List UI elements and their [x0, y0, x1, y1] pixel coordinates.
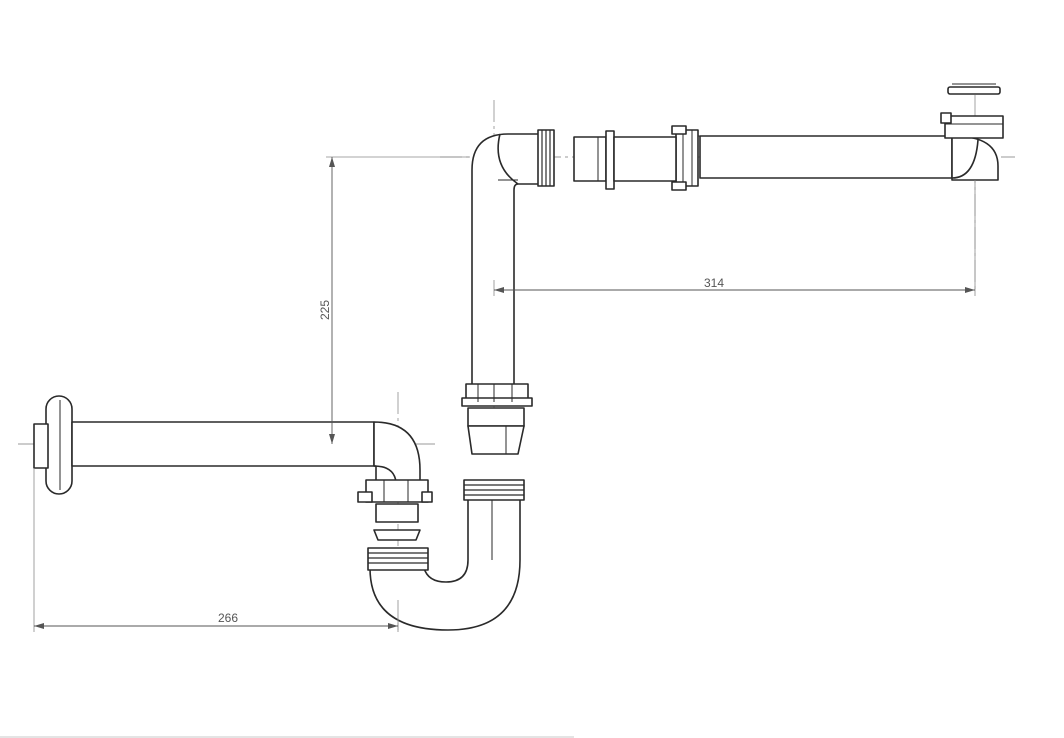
u-trap-right-thread: [463, 479, 525, 501]
vertical-nut: [461, 383, 533, 407]
dimension-225: 225: [318, 156, 470, 444]
top-elbow-thread: [537, 129, 555, 187]
upper-tailpiece: [573, 130, 677, 190]
upper-nut-coupling: [671, 125, 700, 191]
wall-pipe-nut: [357, 479, 433, 503]
wall-flange: [33, 395, 73, 495]
u-trap-left-thread: [367, 547, 429, 571]
dimension-266: 266: [33, 468, 399, 632]
dimension-225-label: 225: [318, 300, 332, 320]
upper-horizontal-pipe: [699, 83, 1004, 181]
dimension-314-label: 314: [704, 276, 724, 290]
wall-pipe-tail: [373, 503, 421, 541]
u-trap: [369, 497, 521, 631]
wall-pipe: [71, 421, 421, 483]
vertical-tail-cone: [467, 407, 525, 455]
dimension-314: 314: [493, 180, 976, 296]
top-elbow: [471, 133, 541, 403]
dimension-266-label: 266: [218, 611, 238, 625]
